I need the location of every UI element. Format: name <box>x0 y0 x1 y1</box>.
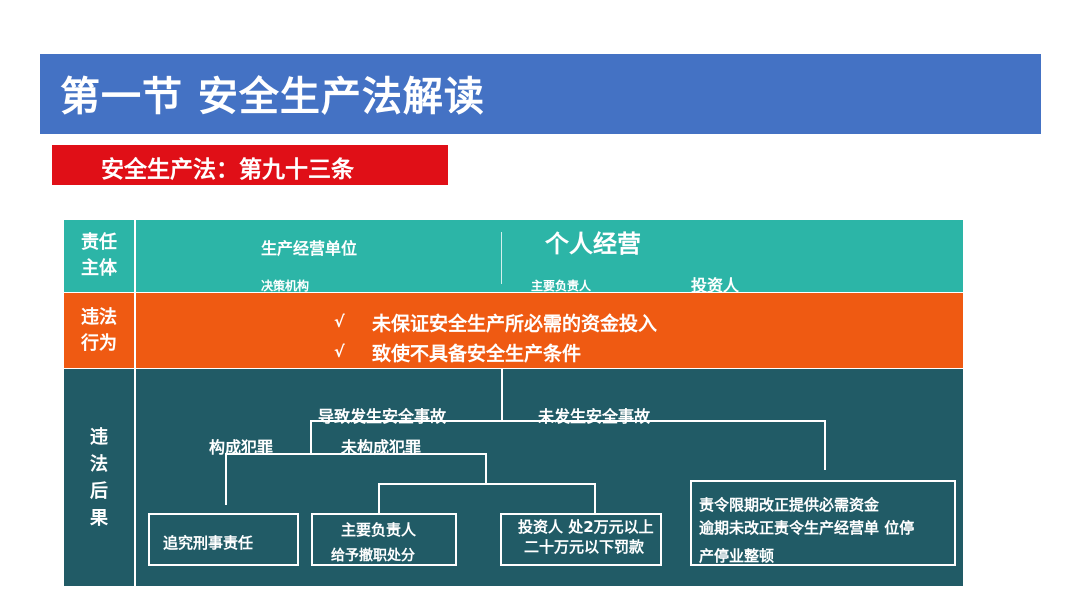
text-criminal-liability: 追究刑事责任 <box>163 534 254 552</box>
connector-investor <box>594 483 596 513</box>
row-consequence <box>136 369 963 586</box>
connector-no-crime <box>485 453 487 485</box>
subject-divider <box>501 232 502 284</box>
box-criminal-liability <box>148 513 299 566</box>
row-subject <box>136 220 963 292</box>
text-investor-fine-1: 投资人 处2万元以上 <box>518 518 654 536</box>
box-rectification <box>690 480 956 566</box>
text-rectification-3: 产停业整顿 <box>699 547 775 565</box>
label-investor: 投资人 <box>691 276 740 295</box>
row-behavior <box>136 293 963 368</box>
label-no-accident: 未发生安全事故 <box>538 407 651 426</box>
connector-crime <box>225 453 227 505</box>
connector-crime-split <box>225 453 487 455</box>
title-bar <box>40 54 1041 134</box>
box-principal-penalty <box>311 513 457 566</box>
check-mark-2: √ <box>334 342 345 361</box>
connector-split <box>310 420 826 422</box>
text-dismissal: 给予撤职处分 <box>331 548 415 564</box>
check-mark-1: √ <box>334 312 345 331</box>
text-principal: 主要负责人 <box>341 521 417 539</box>
subtitle-bar <box>52 145 448 185</box>
text-investor-fine-2: 二十万元以下罚款 <box>524 538 645 556</box>
row-label-subject: 责任 主体 <box>64 220 134 292</box>
label-accident: 导致发生安全事故 <box>318 407 447 426</box>
page-title: 第一节 安全生产法解读 <box>60 74 485 120</box>
label-principal: 主要负责人 <box>531 279 592 293</box>
row-label-consequence: 违 法 后 果 <box>64 369 134 586</box>
label-crime: 构成犯罪 <box>209 438 274 457</box>
label-no-crime: 未构成犯罪 <box>341 438 422 457</box>
label-decision-body: 决策机构 <box>261 279 310 293</box>
text-rectification-2: 逾期未改正责令生产经营单 位停 <box>699 519 915 537</box>
connector-accident <box>310 420 312 455</box>
label-personal-business: 个人经营 <box>545 230 641 258</box>
behavior-item-1: 未保证安全生产所必需的资金投入 <box>372 313 658 335</box>
connector-trunk <box>501 369 503 422</box>
box-investor-fine <box>500 513 662 566</box>
connector-penalty-split <box>378 483 596 485</box>
label-production-unit: 生产经营单位 <box>261 239 358 258</box>
connector-principal <box>378 483 380 515</box>
behavior-item-2: 致使不具备安全生产条件 <box>372 343 582 365</box>
connector-no-accident <box>824 420 826 470</box>
page-subtitle: 安全生产法：第九十三条 <box>101 157 354 183</box>
row-label-behavior: 违法 行为 <box>64 293 134 368</box>
text-rectification-1: 责令限期改正提供必需资金 <box>699 496 880 514</box>
